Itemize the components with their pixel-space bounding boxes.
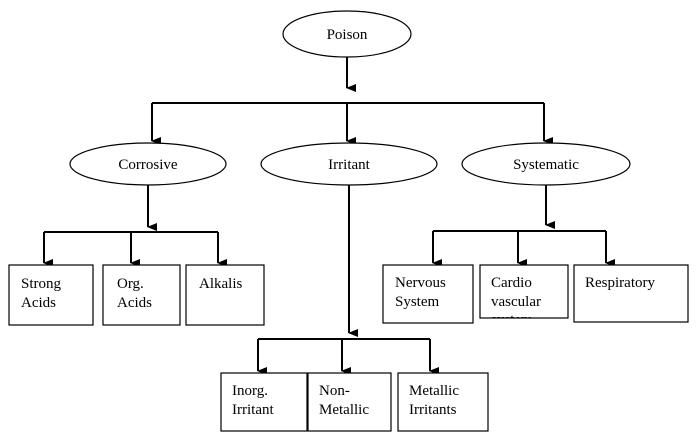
node-nervous-system: Nervous System — [382, 264, 474, 324]
non-metallic-line-1: Non- — [319, 383, 350, 399]
org-acids-line-1: Org. — [117, 276, 144, 292]
node-inorg-irritant: Inorg. Irritant — [220, 372, 308, 432]
node-alkalis: Alkalis — [185, 264, 265, 326]
connectors — [43, 57, 615, 375]
org-acids-line-2: Acids — [117, 295, 152, 311]
node-cardio-vascular: Cardio vascular system — [479, 264, 569, 328]
strong-acids-line-2: Acids — [21, 295, 56, 311]
node-poison-label: Poison — [327, 27, 368, 43]
alkalis-label: Alkalis — [199, 276, 242, 292]
node-irritant: Irritant — [260, 142, 438, 186]
node-systematic: Systematic — [461, 142, 631, 186]
node-respiratory: Respiratory — [573, 264, 689, 323]
node-strong-acids: Strong Acids — [8, 264, 94, 326]
non-metallic-line-2: Metallic — [319, 402, 369, 418]
cardio-vascular-line-2: vascular — [491, 294, 541, 310]
node-org-acids: Org. Acids — [102, 264, 181, 326]
node-irritant-label: Irritant — [328, 157, 370, 173]
node-corrosive-label: Corrosive — [118, 157, 178, 173]
nervous-system-line-1: Nervous — [395, 275, 446, 291]
respiratory-label: Respiratory — [585, 275, 655, 291]
node-poison: Poison — [282, 10, 412, 58]
node-non-metallic: Non- Metallic — [307, 372, 392, 432]
nervous-system-line-2: System — [395, 294, 440, 310]
node-systematic-label: Systematic — [513, 157, 579, 173]
strong-acids-line-1: Strong — [21, 276, 62, 292]
metallic-irritants-line-1: Metallic — [409, 383, 459, 399]
node-metallic-irritants: Metallic Irritants — [397, 372, 489, 432]
cardio-vascular-line-1: Cardio — [491, 275, 532, 291]
inorg-irritant-line-2: Irritant — [232, 402, 274, 418]
inorg-irritant-line-1: Inorg. — [232, 383, 268, 399]
node-corrosive: Corrosive — [69, 142, 227, 186]
metallic-irritants-line-2: Irritants — [409, 402, 457, 418]
cardio-vascular-line-3: system — [491, 312, 533, 328]
